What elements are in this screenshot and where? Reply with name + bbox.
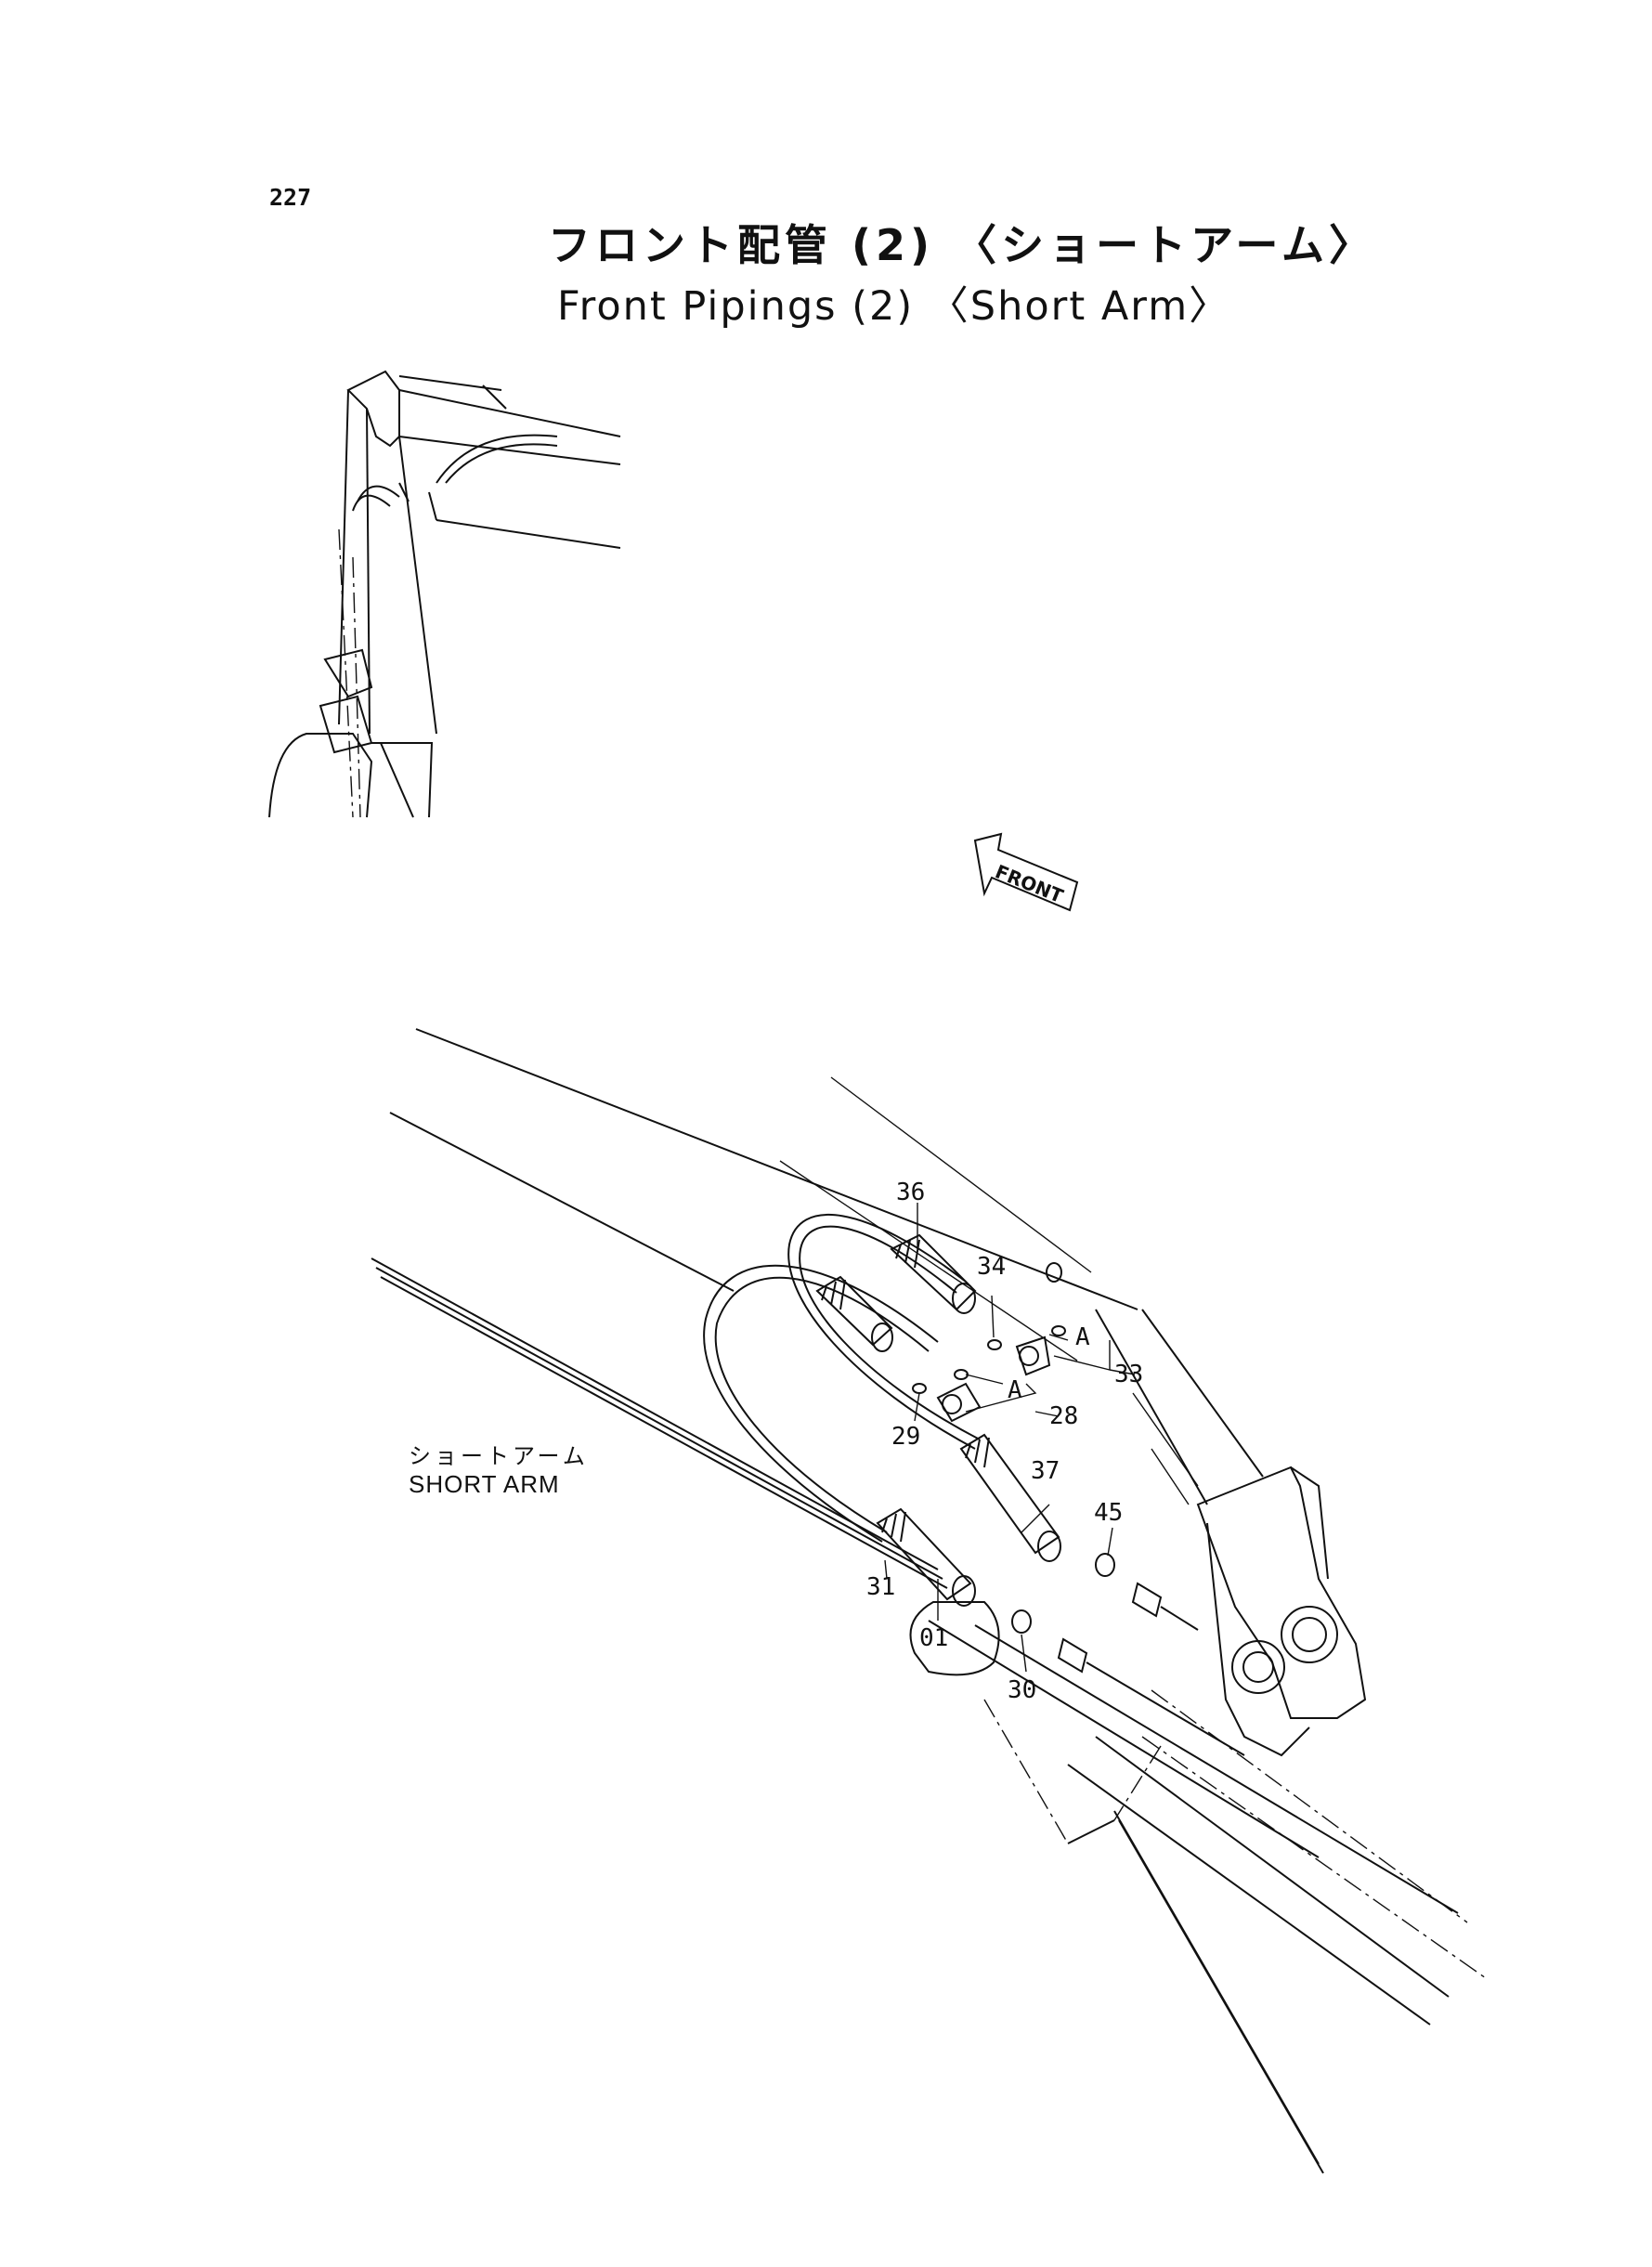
callout-34: 34 (977, 1253, 1006, 1281)
o-ring-a1 (1051, 1325, 1066, 1336)
title-japanese: フロント配管 (2) 〈ショートアーム〉 (548, 220, 1376, 270)
overview-inset (268, 370, 621, 818)
callout-36: 36 (896, 1179, 925, 1206)
elbow-fitting-33 (1015, 1335, 1051, 1376)
front-arrow-label: FRONT (992, 860, 1066, 907)
callout-28: 28 (1049, 1402, 1078, 1430)
o-ring-29 (912, 1383, 927, 1394)
o-ring-34 (987, 1339, 1002, 1350)
callout-37: 37 (1031, 1457, 1060, 1485)
hose-fitting-left (815, 1275, 893, 1352)
hose-fitting-37 (959, 1433, 1061, 1562)
short-arm-label-japanese: ショートアーム (409, 1443, 589, 1469)
o-ring-a2 (954, 1369, 969, 1380)
hose-fitting-31 (876, 1507, 976, 1607)
short-arm-label-english: SHORT ARM (409, 1470, 560, 1498)
callout-29: 29 (891, 1423, 920, 1451)
hose-fitting-36 (890, 1233, 977, 1314)
callout-31: 31 (866, 1573, 895, 1601)
callout-30: 30 (1008, 1676, 1036, 1704)
callout-a-lower: A (1008, 1376, 1022, 1404)
callout-a-upper: A (1075, 1323, 1090, 1351)
title-english: Front Pipings (2) 〈Short Arm〉 (557, 283, 1231, 330)
elbow-fitting-28 (936, 1382, 982, 1423)
o-ring-45 (1095, 1553, 1115, 1577)
callout-33: 33 (1114, 1361, 1143, 1388)
callout-01: 01 (919, 1624, 948, 1652)
o-ring-30 (1011, 1609, 1032, 1634)
front-direction-arrow: FRONT (973, 832, 1079, 912)
short-arm-drawing: 36 34 A 33 A 28 29 37 45 31 01 30 (371, 1028, 1487, 2174)
page-number: 227 (269, 184, 312, 211)
callout-45: 45 (1094, 1499, 1123, 1527)
